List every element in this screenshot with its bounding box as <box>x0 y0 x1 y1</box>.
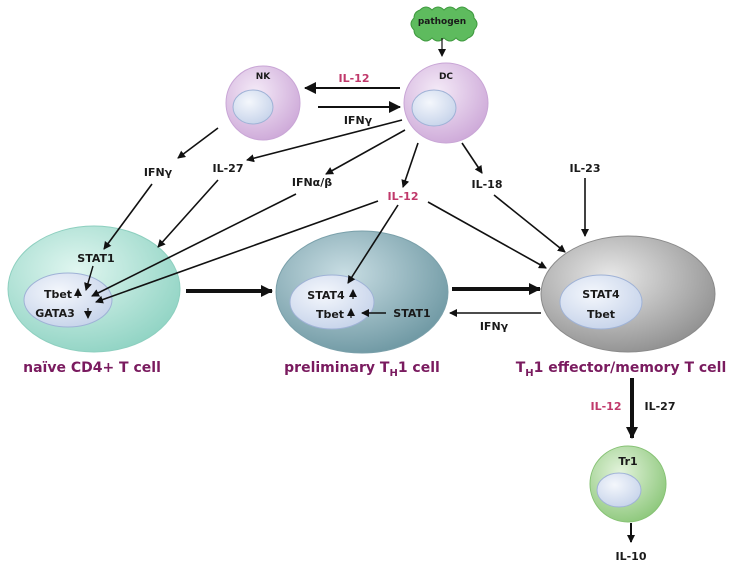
il18-label: IL-18 <box>472 178 503 191</box>
preliminary-cell-name: preliminary TH1 cell <box>284 360 440 379</box>
naive-cell-name: naïve CD4+ T cell <box>23 360 161 376</box>
il18-to-effector-arrow <box>493 194 566 253</box>
dc-label: DC <box>439 72 453 82</box>
nk-label: NK <box>256 72 272 82</box>
ifng-top-label: IFNγ <box>344 114 373 127</box>
dc-to-il12-arrow <box>401 142 419 188</box>
stat4-eff-label: STAT4 <box>582 288 620 301</box>
stat1-pre-label: STAT1 <box>393 307 430 320</box>
naive-cd4-t-cell: STAT1 Tbet GATA3 <box>7 225 181 353</box>
tbet-naive-label: Tbet <box>44 288 72 301</box>
stat1-to-tbet-naive-arrow <box>84 265 94 291</box>
th1-effector-memory-cell: STAT4 Tbet <box>540 235 716 353</box>
effector-cell-name: TH1 effector/memory T cell <box>516 360 727 379</box>
il12-to-tbet-naive-arrow <box>95 200 379 304</box>
preliminary-th1-cell: STAT4 Tbet STAT1 <box>275 230 449 354</box>
il10-label: IL-10 <box>616 550 647 563</box>
ifng-nk-label: IFNγ <box>144 166 173 179</box>
tr1-cell: Tr1 <box>589 445 667 523</box>
il12-bottom-label: IL-12 <box>591 400 622 413</box>
gata3-naive-label: GATA3 <box>35 307 75 320</box>
dc-to-il18-arrow <box>461 142 483 174</box>
tr1-label: Tr1 <box>618 455 637 468</box>
nk-cell: NK <box>225 65 301 141</box>
pathogen-node: pathogen <box>410 6 478 42</box>
il27-bottom-label: IL-27 <box>645 400 676 413</box>
stat4-pre-label: STAT4 <box>307 289 345 302</box>
dc-cell: DC <box>403 62 489 144</box>
ifng-feedback-label: IFNγ <box>480 320 509 333</box>
dc-to-ifnab-arrow <box>325 129 406 175</box>
il12-mid-label: IL-12 <box>388 190 419 203</box>
tbet-eff-label: Tbet <box>587 308 615 321</box>
il27-to-stat1-arrow <box>157 179 219 248</box>
il12-top-label: IL-12 <box>339 72 370 85</box>
il12-to-effector-arrow <box>427 201 547 269</box>
il23-label: IL-23 <box>570 162 601 175</box>
tbet-pre-label: Tbet <box>316 308 344 321</box>
pathogen-label: pathogen <box>418 17 466 27</box>
il27-label: IL-27 <box>213 162 244 175</box>
stat1-naive-label: STAT1 <box>77 252 114 265</box>
il12-to-stat4-arrow <box>347 204 399 284</box>
dc-to-il27-arrow <box>246 119 403 163</box>
ifnab-label: IFNα/β <box>292 176 332 189</box>
ifnab-to-tbet-arrow <box>91 193 297 297</box>
nk-to-ifng-arrow <box>177 127 219 159</box>
ifng-to-stat1-arrow <box>103 183 153 250</box>
